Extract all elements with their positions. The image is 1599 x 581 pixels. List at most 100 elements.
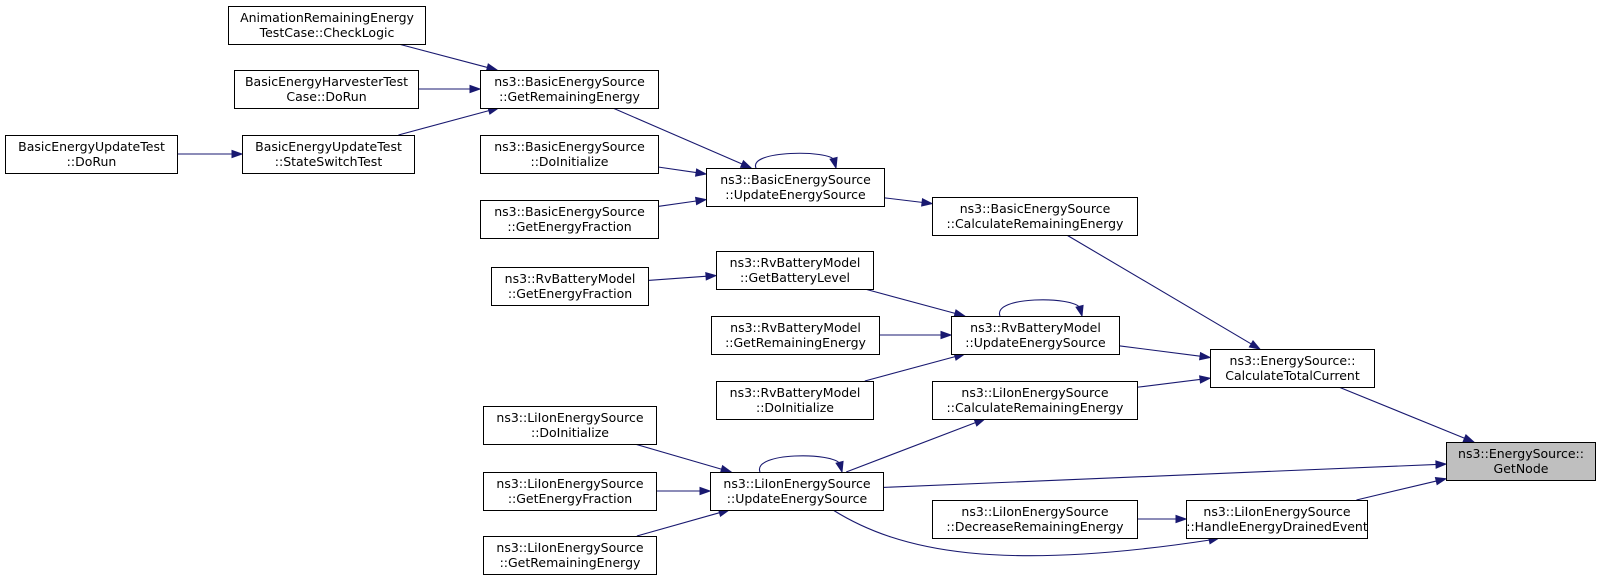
node-label-line: ns3::RvBatteryModel [730,255,861,270]
edge-li-ion-energy-source-update-energy-source-to-energy-source-get-node [882,460,1448,488]
node-label-line: ns3::RvBatteryModel [730,385,861,400]
edge-rv-battery-model-update-energy-source-to-energy-source-calculate-total-current [1118,345,1212,361]
edge-line [398,43,489,69]
edge-basic-energy-source-do-initialize-to-basic-energy-source-update-energy-source [657,166,708,177]
node-label-line: ::StateSwitchTest [275,154,383,169]
arrowhead [694,168,708,177]
node-label-line: ::DoInitialize [530,154,608,169]
node-label-line: ns3::LiIonEnergySource [723,476,871,491]
node-label-line: ::GetBatteryLevel [740,270,850,285]
node-label-line: ns3::RvBatteryModel [730,320,861,335]
arrowhead [921,198,934,207]
node-label-line: ns3::BasicEnergySource [960,201,1111,216]
node-label-line: ::DecreaseRemainingEnergy [946,519,1124,534]
node-box [706,168,885,207]
arrowhead [469,84,482,94]
node-label-line: ns3::EnergySource:: [1458,446,1584,461]
edge-line [1066,234,1253,345]
node-label-line: ::DoInitialize [531,425,609,440]
node-label-line: ::GetEnergyFraction [508,286,632,301]
node-basic-energy-source-calculate-remaining-energy[interactable]: ns3::BasicEnergySource::CalculateRemaini… [932,197,1138,236]
arrowhead [699,486,712,496]
node-label-line: ns3::LiIonEnergySource [961,504,1109,519]
arrowhead [719,464,733,474]
node-label-line: ::CalculateRemainingEnergy [947,216,1125,231]
node-rv-battery-model-get-energy-fraction[interactable]: ns3::RvBatteryModel::GetEnergyFraction [491,267,649,306]
node-label-line: ::GetEnergyFraction [507,219,631,234]
edge-li-ion-energy-source-update-energy-source-to-li-ion-energy-source-update-energy-source [759,455,844,474]
edge-basic-energy-source-get-remaining-energy-to-basic-energy-source-update-energy-source [612,107,753,169]
node-rv-battery-model-update-energy-source[interactable]: ns3::RvBatteryModel::UpdateEnergySource [951,316,1120,355]
node-rv-battery-model-do-initialize[interactable]: ns3::RvBatteryModel::DoInitialize [716,381,874,420]
node-box [716,381,874,420]
node-li-ion-energy-source-handle-energy-drained-event[interactable]: ns3::LiIonEnergySource::HandleEnergyDrai… [1186,500,1368,539]
node-basic-energy-update-test-do-run[interactable]: BasicEnergyUpdateTest::DoRun [5,135,178,174]
node-label-line: ns3::EnergySource:: [1230,353,1356,368]
node-label-line: ns3::LiIonEnergySource [961,385,1109,400]
node-basic-energy-source-get-energy-fraction[interactable]: ns3::BasicEnergySource::GetEnergyFractio… [480,200,659,239]
node-box [480,200,659,239]
node-label-line: ns3::LiIonEnergySource [1203,504,1351,519]
node-box [932,381,1138,420]
node-label-line: Case::DoRun [286,89,366,104]
node-li-ion-energy-source-do-initialize[interactable]: ns3::LiIonEnergySource::DoInitialize [483,406,657,445]
edge-li-ion-energy-source-update-energy-source-to-li-ion-energy-source-calculate-remaining-energy [845,418,987,473]
node-basic-energy-source-do-initialize[interactable]: ns3::BasicEnergySource::DoInitialize [480,135,659,174]
edge-rv-battery-model-get-battery-level-to-rv-battery-model-update-energy-source [864,288,967,318]
edge-line [759,455,841,473]
edge-line [647,275,708,281]
node-rv-battery-model-get-battery-level[interactable]: ns3::RvBatteryModel::GetBatteryLevel [716,251,874,290]
node-label-line: ::UpdateEnergySource [725,187,866,202]
node-li-ion-energy-source-get-remaining-energy[interactable]: ns3::LiIonEnergySource::GetRemainingEner… [483,536,657,575]
node-li-ion-energy-source-update-energy-source[interactable]: ns3::LiIonEnergySource::UpdateEnergySour… [710,472,884,511]
edge-line [657,166,698,174]
node-li-ion-energy-source-calculate-remaining-energy[interactable]: ns3::LiIonEnergySource::CalculateRemaini… [932,381,1138,420]
node-label-line: GetNode [1494,461,1549,476]
node-box [228,6,426,45]
edge-line [612,107,744,165]
node-energy-source-calculate-total-current[interactable]: ns3::EnergySource::CalculateTotalCurrent [1210,349,1375,388]
node-box [1210,349,1375,388]
node-basic-energy-update-test-state-switch-test[interactable]: BasicEnergyUpdateTest::StateSwitchTest [242,135,415,174]
node-box [951,316,1120,355]
edge-line [398,109,491,136]
node-box [483,472,657,511]
arrowhead [1434,476,1448,486]
edge-rv-battery-model-get-energy-fraction-to-rv-battery-model-get-battery-level [647,272,718,281]
edge-line [864,355,957,382]
arrowhead [973,418,987,427]
arrowhead [829,156,838,170]
node-box [491,267,649,306]
edge-rv-battery-model-do-initialize-to-rv-battery-model-update-energy-source [864,352,967,382]
node-animation-remaining-energy-check-logic[interactable]: AnimationRemainingEnergyTestCase::CheckL… [228,6,426,45]
node-basic-energy-source-get-remaining-energy[interactable]: ns3::BasicEnergySource::GetRemainingEner… [480,70,659,109]
node-label-line: CalculateTotalCurrent [1225,368,1360,383]
edge-line [832,509,1211,557]
arrowhead [705,272,718,281]
node-li-ion-energy-source-decrease-remaining-energy[interactable]: ns3::LiIonEnergySource::DecreaseRemainin… [932,500,1138,539]
node-rv-battery-model-get-remaining-energy[interactable]: ns3::RvBatteryModel::GetRemainingEnergy [711,316,880,355]
node-label-line: ns3::LiIonEnergySource [496,476,644,491]
edge-li-ion-energy-source-handle-energy-drained-event-to-energy-source-get-node [1356,476,1448,501]
edges [177,43,1476,557]
edge-animation-remaining-energy-check-logic-to-basic-energy-source-get-remaining-energy [398,43,499,72]
edge-energy-source-calculate-total-current-to-energy-source-get-node [1338,386,1476,443]
arrowhead [1248,339,1262,350]
edge-line [883,197,924,204]
edge-basic-energy-source-update-energy-source-to-basic-energy-source-calculate-remaining-energy [883,197,934,207]
arrowhead [485,63,499,72]
node-label-line: ::DoInitialize [756,400,834,415]
edge-line [634,443,723,471]
node-li-ion-energy-source-get-energy-fraction[interactable]: ns3::LiIonEnergySource::GetEnergyFractio… [483,472,657,511]
edge-li-ion-energy-source-do-initialize-to-li-ion-energy-source-update-energy-source [634,443,733,474]
node-box [242,135,415,174]
node-basic-energy-source-update-energy-source[interactable]: ns3::BasicEnergySource::UpdateEnergySour… [706,168,885,207]
node-box [480,70,659,109]
edge-line [755,152,835,169]
nodes: AnimationRemainingEnergyTestCase::CheckL… [5,6,1596,575]
node-energy-source-get-node[interactable]: ns3::EnergySource::GetNode [1446,442,1596,481]
arrowhead [835,460,844,474]
node-label-line: ns3::LiIonEnergySource [496,540,644,555]
